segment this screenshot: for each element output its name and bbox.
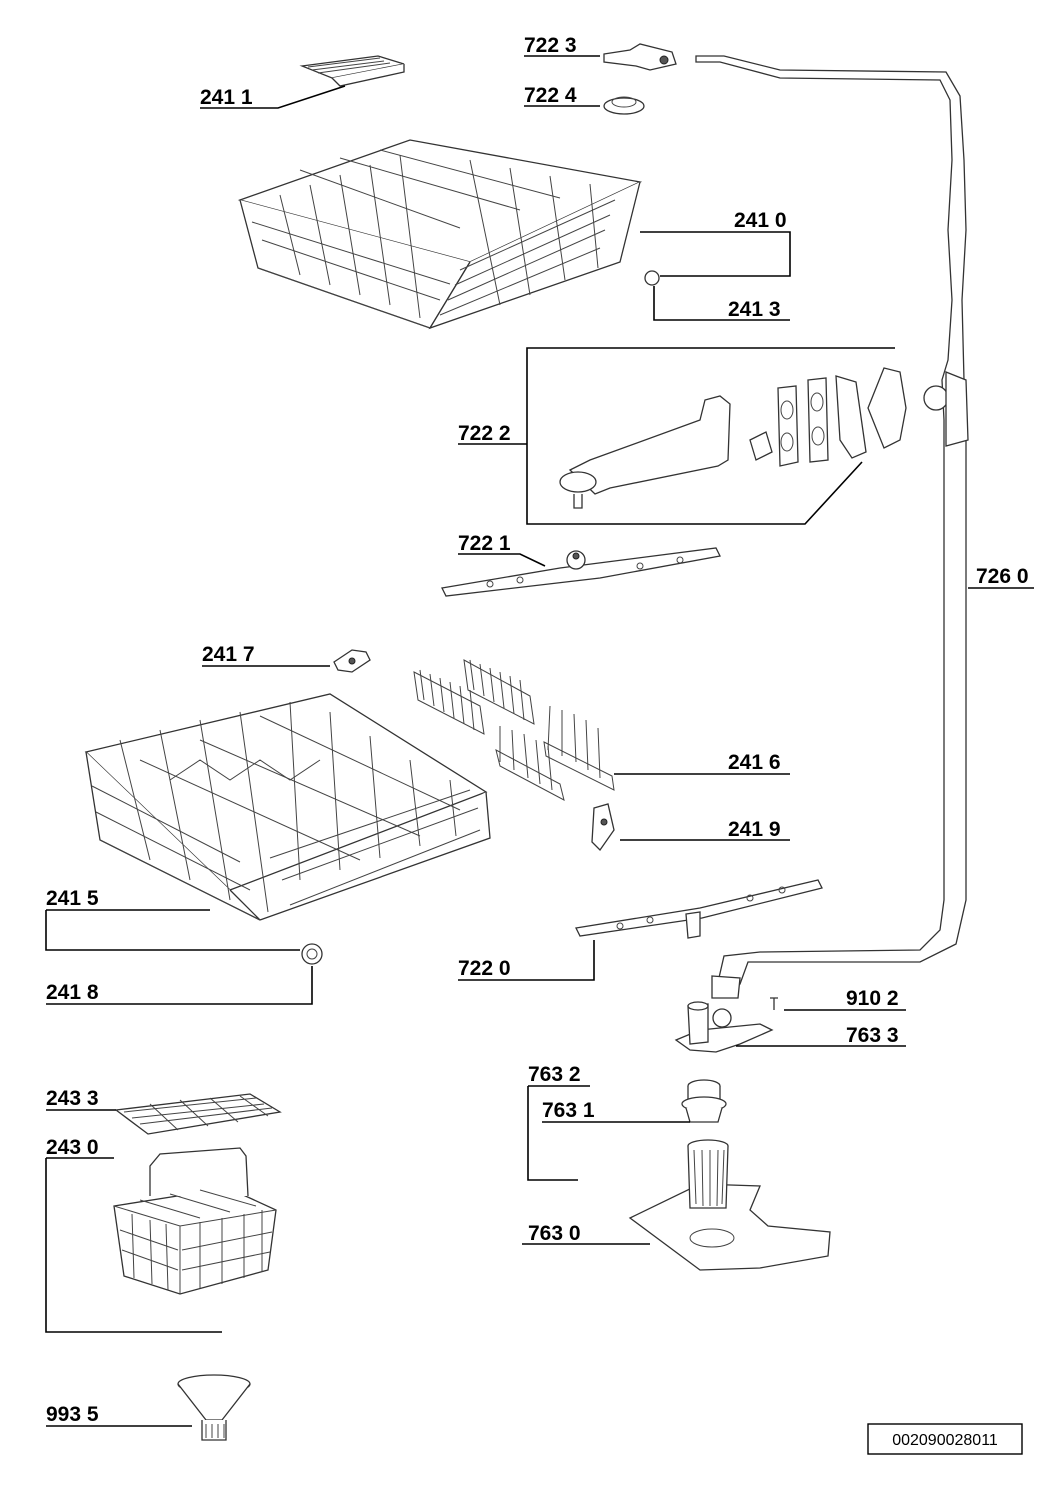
label-241-9: 241 9 [620,818,790,841]
callout-label: 241 8 [46,981,99,1004]
label-910-2: 910 2 [784,987,906,1011]
callout-label: 763 2 [528,1063,581,1086]
callout-label: 722 0 [458,957,511,980]
label-763-3: 763 3 [736,1024,906,1047]
label-763-2: 763 2 [527,1063,590,1181]
label-241-5: 241 5 [45,887,300,951]
callout-label: 241 1 [200,86,253,109]
tine-racks[interactable] [413,659,615,801]
label-722-2: 722 2 [458,422,527,445]
label-241-1: 241 1 [200,85,346,109]
cutlery-basket-lid[interactable] [114,1093,282,1135]
screw-part-9102[interactable] [770,997,778,1010]
upper-shelf-part[interactable] [299,55,405,87]
cutlery-basket[interactable] [113,1147,277,1295]
callout-label: 243 3 [46,1087,99,1110]
callout-label: 993 5 [46,1403,99,1426]
clip-part-7224[interactable] [603,96,645,115]
callout-label: 722 4 [524,84,577,107]
filter-cap-7631[interactable] [681,1079,727,1123]
callout-label: 241 6 [728,751,781,774]
callout-label: 722 1 [458,532,511,555]
label-722-0: 722 0 [458,940,595,981]
callout-label: 763 0 [528,1222,581,1245]
callout-label: 241 9 [728,818,781,841]
salt-funnel[interactable] [177,1374,251,1441]
clip-part-2417[interactable] [333,649,371,673]
holder-part-2419[interactable] [591,803,615,852]
callout-label: 722 3 [524,34,577,57]
label-993-5: 993 5 [46,1403,192,1427]
callout-label: 910 2 [846,987,899,1010]
label-763-1: 763 1 [542,1099,690,1123]
callout-label: 763 1 [542,1099,595,1122]
wheel-part-2418[interactable] [301,943,323,965]
lower-basket[interactable] [84,693,491,921]
callout-label: 241 5 [46,887,99,910]
reference-code: 002090028011 [892,1432,998,1449]
label-241-3: 241 3 [653,286,790,321]
label-243-0: 243 0 [45,1136,222,1333]
filter-plate-7630[interactable] [628,1139,831,1271]
label-241-8: 241 8 [46,966,313,1005]
label-243-3: 243 3 [46,1087,116,1111]
label-722-1: 722 1 [458,532,546,567]
callout-label: 726 0 [976,565,1029,588]
label-722-3: 722 3 [524,34,600,57]
group-box-7222 [526,347,895,525]
label-241-7: 241 7 [202,643,330,667]
label-726-0: 726 0 [968,565,1034,589]
label-722-4: 722 4 [524,84,600,107]
callout-label: 241 3 [728,298,781,321]
clip-part-7223[interactable] [603,43,677,71]
upper-spray-arm-assembly[interactable] [559,367,907,509]
spray-arm-7221[interactable] [441,547,721,597]
label-241-0: 241 0 [640,209,791,277]
upper-basket[interactable] [237,139,643,330]
water-supply-pipe[interactable] [695,55,969,999]
callout-label: 241 7 [202,643,255,666]
wheel-part-2413[interactable] [644,270,660,286]
lower-spray-arm[interactable] [575,879,823,939]
pump-housing-7633[interactable] [674,1001,774,1053]
label-241-6: 241 6 [614,751,790,775]
callout-label: 763 3 [846,1024,899,1047]
callout-label: 241 0 [734,209,787,232]
label-763-0: 763 0 [522,1222,650,1245]
callout-label: 243 0 [46,1136,99,1159]
callout-label: 722 2 [458,422,511,445]
reference-code-box: 002090028011 [867,1423,1023,1455]
